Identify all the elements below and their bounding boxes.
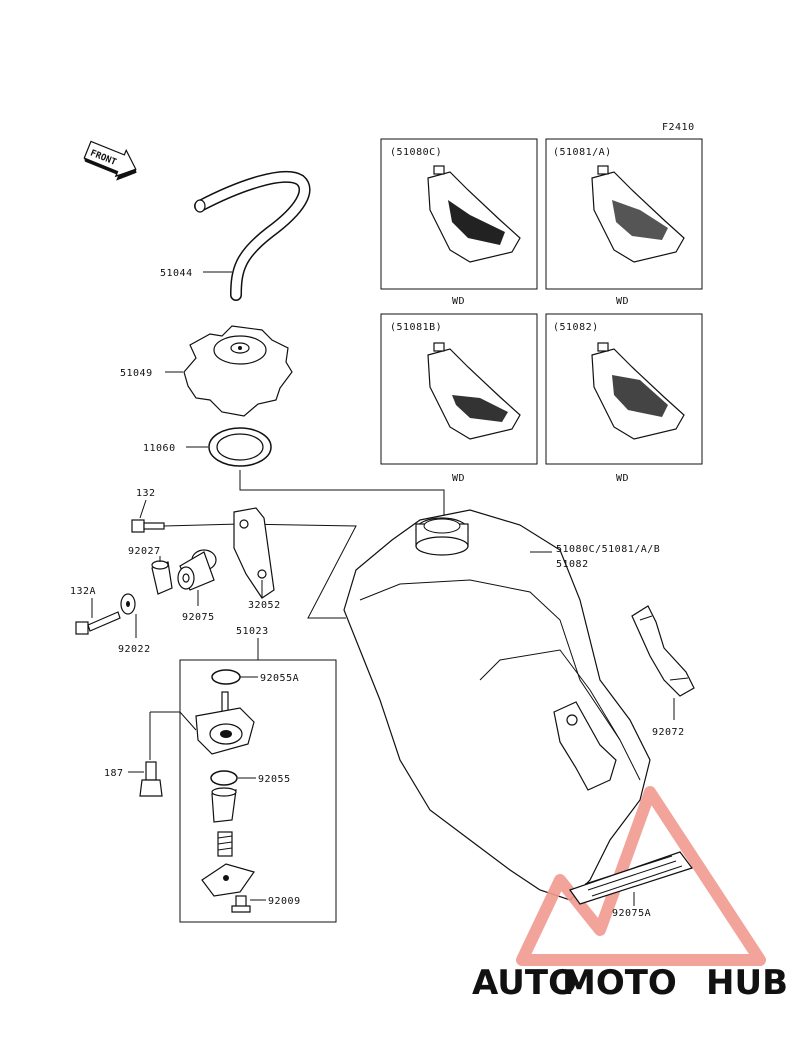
part-label-bolt-side: 132A — [70, 586, 96, 597]
fuel-cock-body-part — [195, 691, 255, 755]
part-label-screw: 92009 — [268, 896, 301, 907]
part-label-tank-line1: 51080C/51081/A/B — [556, 544, 660, 555]
cock-lever-part — [211, 787, 237, 823]
watermark-moto: MOTO — [562, 963, 677, 1003]
variant-box-51081b: (51081B) WD — [380, 313, 538, 484]
fuel-cap-part — [183, 325, 293, 417]
screw-part — [231, 895, 251, 913]
variant-box-51080c: (51080C) WD — [380, 138, 538, 307]
watermark-hub: HUB — [706, 963, 788, 1003]
watermark-auto: AUTO — [472, 963, 577, 1003]
variant-label: (51081/A) — [553, 147, 612, 158]
variant-label: (51082) — [553, 322, 599, 333]
figure-code: F2410 — [662, 122, 695, 133]
variant-caption: WD — [616, 473, 629, 484]
part-label-tank-line2: 51082 — [556, 559, 589, 570]
pad-part — [569, 851, 693, 905]
part-label-hose: 51044 — [160, 268, 193, 279]
bolt-132a-part — [75, 611, 121, 635]
cock-plate-part — [201, 863, 255, 897]
part-label-bracket: 32052 — [248, 600, 281, 611]
part-label-cap: 51049 — [120, 368, 153, 379]
spring-part — [217, 831, 233, 857]
variant-caption: WD — [452, 473, 465, 484]
part-label-fuel-cock-assy: 51023 — [236, 626, 269, 637]
bolt-132-part — [131, 519, 165, 533]
part-label-oring-a: 92055A — [260, 673, 299, 684]
variant-label: (51080C) — [390, 147, 442, 158]
hose-part — [194, 170, 311, 301]
part-label-bolt-cock: 187 — [104, 768, 124, 779]
part-label-gasket: 11060 — [143, 443, 176, 454]
damper-part — [177, 549, 217, 591]
part-label-pad: 92075A — [612, 908, 651, 919]
variant-box-51082: (51082) WD — [545, 313, 703, 484]
front-arrow-icon: FRONT — [83, 140, 137, 181]
washer-part — [120, 593, 136, 615]
oring-part — [210, 770, 238, 786]
collar-part — [151, 560, 173, 595]
part-label-damper: 92075 — [182, 612, 215, 623]
fuel-tank-part — [343, 509, 651, 901]
gasket-part — [208, 427, 272, 467]
part-label-band: 92072 — [652, 727, 685, 738]
band-part — [631, 605, 695, 697]
variant-label: (51081B) — [390, 322, 442, 333]
part-label-oring: 92055 — [258, 774, 291, 785]
variant-box-51081a: (51081/A) WD — [545, 138, 703, 307]
part-label-bolt-top: 132 — [136, 488, 156, 499]
watermark-logo — [516, 786, 766, 966]
part-label-washer: 92022 — [118, 644, 151, 655]
bracket-part — [233, 507, 275, 599]
variant-caption: WD — [452, 296, 465, 307]
bolt-187-part — [139, 761, 163, 797]
variant-caption: WD — [616, 296, 629, 307]
part-label-collar: 92027 — [128, 546, 161, 557]
